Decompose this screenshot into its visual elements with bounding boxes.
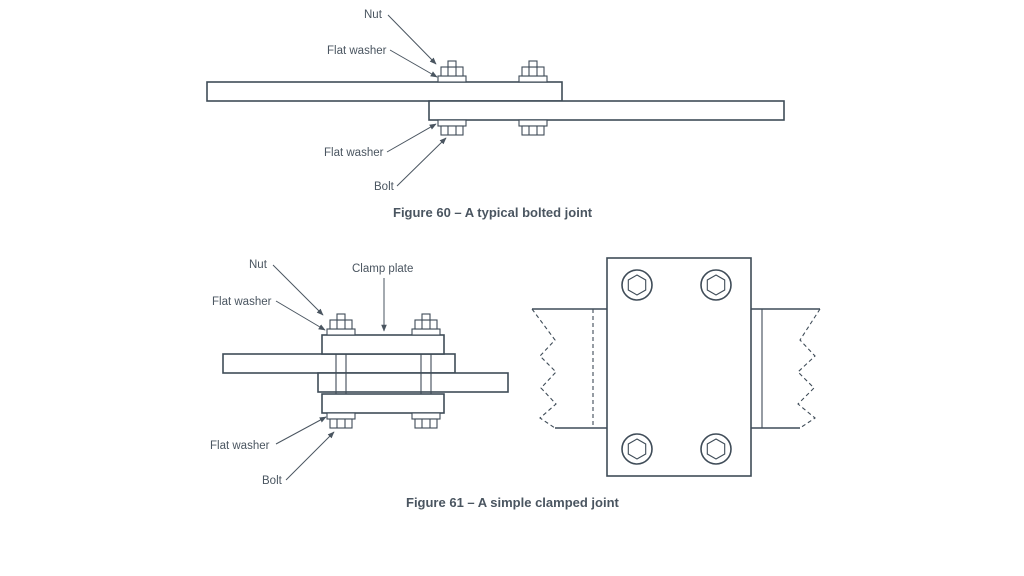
nut-right <box>411 313 441 336</box>
figure-61-caption: Figure 61 – A simple clamped joint <box>406 495 620 510</box>
leader-flat-washer-bottom <box>386 123 437 153</box>
clamp-plate-bottom <box>321 393 445 414</box>
leader-bolt <box>396 137 447 187</box>
left-conductor-bar <box>531 308 608 429</box>
figure-61: Nut Flat washer Clamp plate Flat washer … <box>210 257 821 510</box>
bolt-head-left <box>326 412 356 429</box>
label-flat-washer-bottom: Flat washer <box>324 147 384 159</box>
label-flat-washer-top: Flat washer <box>327 45 387 57</box>
leader-flat-washer-top <box>275 300 326 331</box>
lap-joint-drawing <box>206 60 785 136</box>
lower-plate <box>428 100 785 121</box>
figure-60: Nut Flat washer Flat washer Bolt Figure … <box>206 9 785 220</box>
figure-60-caption: Figure 60 – A typical bolted joint <box>393 205 593 220</box>
clamp-plate-top <box>321 334 445 355</box>
leader-flat-washer-bottom <box>275 416 327 445</box>
clamp-top-view <box>531 257 821 477</box>
bolt-head-bottom-left <box>621 433 653 465</box>
right-conductor-bar <box>750 308 821 429</box>
bolt-head-right <box>411 412 441 429</box>
upper-plate <box>206 81 563 102</box>
leader-nut <box>272 264 324 316</box>
bolt-head-right <box>518 119 548 136</box>
nut-left <box>437 60 467 83</box>
label-flat-washer-top: Flat washer <box>212 296 272 308</box>
bolt-head-top-right <box>700 269 732 301</box>
leader-bolt <box>285 431 335 481</box>
nut-right <box>518 60 548 83</box>
nut-left <box>326 313 356 336</box>
upper-bar <box>222 353 456 374</box>
clamp-side-view <box>222 313 509 429</box>
label-bolt: Bolt <box>262 475 283 487</box>
leader-flat-washer-top <box>389 49 438 78</box>
label-bolt: Bolt <box>374 181 395 193</box>
leader-nut <box>387 14 437 65</box>
bolt-head-top-left <box>621 269 653 301</box>
bolt-head-left <box>437 119 467 136</box>
bolt-head-bottom-right <box>700 433 732 465</box>
label-nut: Nut <box>249 259 268 271</box>
label-flat-washer-bottom: Flat washer <box>210 440 270 452</box>
lower-bar <box>317 372 509 393</box>
label-nut: Nut <box>364 9 383 21</box>
label-clamp-plate: Clamp plate <box>352 263 413 275</box>
